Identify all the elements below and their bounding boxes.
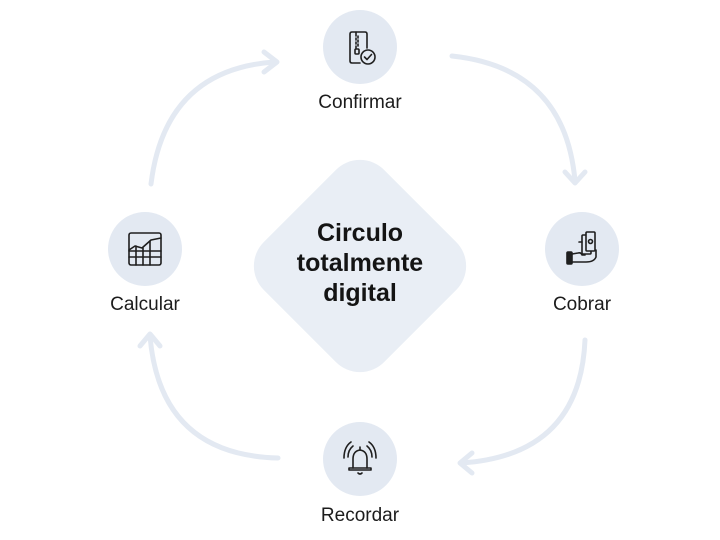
ringing-bell-icon	[343, 441, 377, 475]
center-title-line-1: Circulo	[316, 219, 404, 247]
node-label-recordar: Recordar	[320, 505, 400, 526]
spreadsheet-chart-icon	[128, 232, 162, 266]
hand-money-icon	[566, 231, 597, 265]
arrow-head-calcular	[137, 331, 163, 349]
node-label-cobrar: Cobrar	[552, 294, 612, 315]
document-check-icon	[349, 31, 376, 65]
arrow-cobrar-to-recordar	[459, 337, 588, 466]
arrow-confirmar-to-cobrar	[449, 53, 578, 184]
arrow-head-confirmar	[261, 49, 280, 75]
node-cobrar	[545, 212, 619, 286]
arrow-calcular-to-confirmar	[148, 59, 277, 187]
node-label-calcular: Calcular	[110, 294, 180, 315]
center-title-line-2: totalmente	[296, 249, 424, 277]
arrow-recordar-to-calcular	[147, 333, 281, 461]
node-recordar	[323, 422, 397, 496]
node-confirmar	[323, 10, 397, 84]
center-title: Circulo totalmente digital	[260, 218, 460, 308]
arrow-head-recordar	[457, 450, 475, 476]
node-label-confirmar: Confirmar	[318, 92, 402, 113]
center-title-line-3: digital	[323, 279, 397, 307]
node-calcular	[108, 212, 182, 286]
arrow-head-cobrar	[562, 169, 588, 186]
